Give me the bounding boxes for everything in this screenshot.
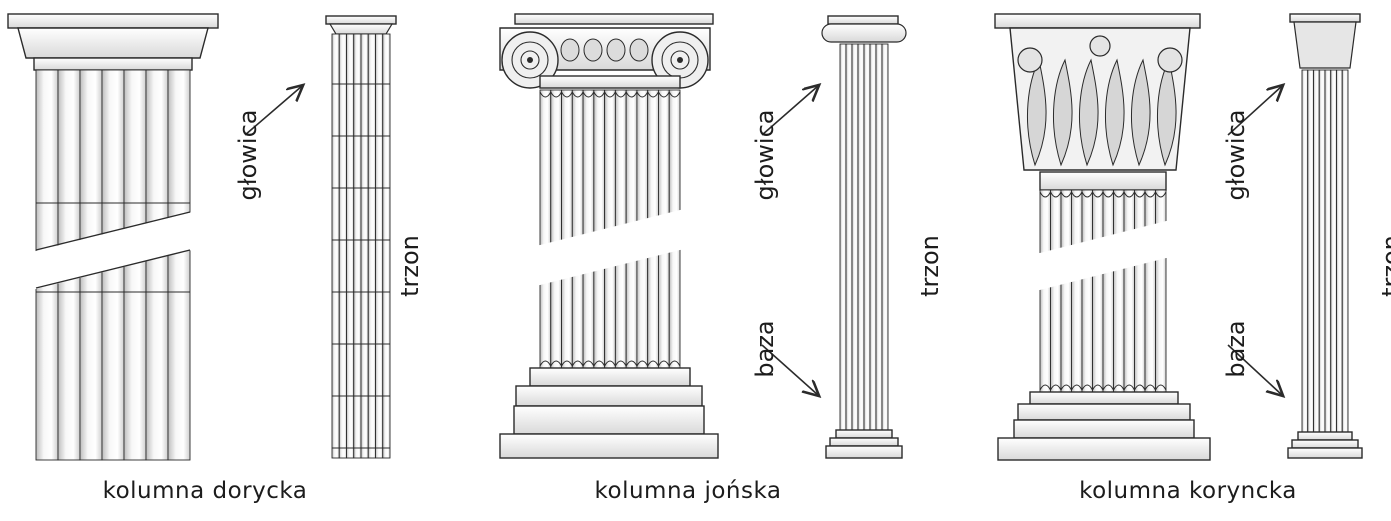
doric-small-flute — [361, 34, 368, 458]
doric-small-flute — [332, 34, 339, 458]
ionic-flute — [594, 90, 605, 368]
corinthian-flute — [1061, 190, 1072, 392]
ionic-abacus — [515, 14, 713, 24]
doric-column-full — [245, 16, 396, 458]
corinthian-flute — [1156, 190, 1167, 392]
ionic-necking — [540, 76, 680, 88]
ionic-flute — [540, 90, 551, 368]
corinthian-small-flute — [1308, 70, 1314, 432]
corinthian-flute — [1135, 190, 1146, 392]
doric-small-flute — [354, 34, 361, 458]
ionic-flute — [583, 90, 594, 368]
corinthian-small-flute — [1342, 70, 1348, 432]
corinthian-flute — [1093, 190, 1104, 392]
label-ionic-capital: głowica — [751, 105, 779, 205]
corinthian-flute — [1103, 190, 1114, 392]
corinthian-plinth — [998, 438, 1210, 460]
ionic-small-flute — [870, 44, 876, 430]
ionic-small-flute — [858, 44, 864, 430]
ionic-column-full — [762, 16, 906, 458]
corinthian-small-flute — [1314, 70, 1320, 432]
corinthian-column-detail — [995, 14, 1210, 460]
ionic-small-flute — [852, 44, 858, 430]
label-corinthian-base: baza — [1222, 299, 1250, 399]
corinthian-small-flute — [1337, 70, 1343, 432]
ionic-small-flute — [864, 44, 870, 430]
ionic-small-volutes — [822, 24, 906, 42]
caption-corinthian: kolumna koryncka — [1068, 478, 1308, 504]
ionic-torus-lower — [514, 406, 704, 434]
doric-small-abacus — [326, 16, 396, 24]
corinthian-small-torus — [1298, 432, 1352, 440]
ionic-flute — [572, 90, 583, 368]
corinthian-flute — [1072, 190, 1083, 392]
ionic-small-abacus — [828, 16, 898, 24]
doric-flute — [146, 70, 168, 460]
corinthian-small-scotia — [1292, 440, 1358, 448]
corinthian-flute — [1040, 190, 1051, 392]
corinthian-volute — [1158, 48, 1182, 72]
corinthian-small-flute — [1331, 70, 1337, 432]
doric-flute — [168, 70, 190, 460]
corinthian-flute — [1145, 190, 1156, 392]
label-ionic-base: baza — [751, 299, 779, 399]
corinthian-small-flute — [1302, 70, 1308, 432]
corinthian-flute — [1051, 190, 1062, 392]
corinthian-abacus — [995, 14, 1200, 28]
corinthian-torus-lower — [1014, 420, 1194, 438]
corinthian-volute — [1018, 48, 1042, 72]
doric-small-flute — [368, 34, 375, 458]
ionic-flute — [551, 90, 562, 368]
ionic-small-flute — [846, 44, 852, 430]
ionic-small-scotia — [830, 438, 898, 446]
ionic-flute — [562, 90, 573, 368]
corinthian-small-capital — [1294, 22, 1356, 68]
corinthian-small-abacus — [1290, 14, 1360, 22]
corinthian-torus-upper — [1030, 392, 1178, 404]
ionic-small-torus — [836, 430, 892, 438]
doric-echinus — [18, 28, 208, 58]
ionic-plinth — [500, 434, 718, 458]
doric-small-flute — [339, 34, 346, 458]
ionic-egg — [561, 39, 579, 61]
label-corinthian-capital: głowica — [1222, 105, 1250, 205]
doric-small-flute — [376, 34, 383, 458]
label-doric-shaft: trzon — [396, 226, 424, 306]
ionic-column-detail — [500, 14, 718, 458]
ionic-egg — [584, 39, 602, 61]
corinthian-flute — [1124, 190, 1135, 392]
label-corinthian-shaft: trzon — [1377, 226, 1391, 306]
corinthian-small-flute — [1325, 70, 1331, 432]
corinthian-flute — [1082, 190, 1093, 392]
corinthian-flute — [1114, 190, 1125, 392]
ionic-scotia — [516, 386, 702, 406]
corinthian-necking — [1040, 172, 1166, 190]
ionic-small-flute — [876, 44, 882, 430]
doric-necking — [34, 58, 192, 70]
doric-small-flute — [383, 34, 390, 458]
corinthian-rosette — [1090, 36, 1110, 56]
doric-small-echinus — [330, 24, 392, 34]
ionic-egg — [630, 39, 648, 61]
label-doric-capital: głowica — [234, 105, 262, 205]
ionic-small-flute — [840, 44, 846, 430]
ionic-small-flute — [882, 44, 888, 430]
corinthian-small-plinth — [1288, 448, 1362, 458]
caption-ionic: kolumna jońska — [583, 478, 793, 504]
ionic-torus-upper — [530, 368, 690, 386]
doric-small-flute — [347, 34, 354, 458]
corinthian-small-flute — [1319, 70, 1325, 432]
doric-column-detail — [8, 14, 220, 460]
label-ionic-shaft: trzon — [916, 226, 944, 306]
corinthian-scotia — [1018, 404, 1190, 420]
caption-doric: kolumna dorycka — [90, 478, 320, 504]
doric-abacus — [8, 14, 218, 28]
ionic-egg — [607, 39, 625, 61]
ionic-small-plinth — [826, 446, 902, 458]
